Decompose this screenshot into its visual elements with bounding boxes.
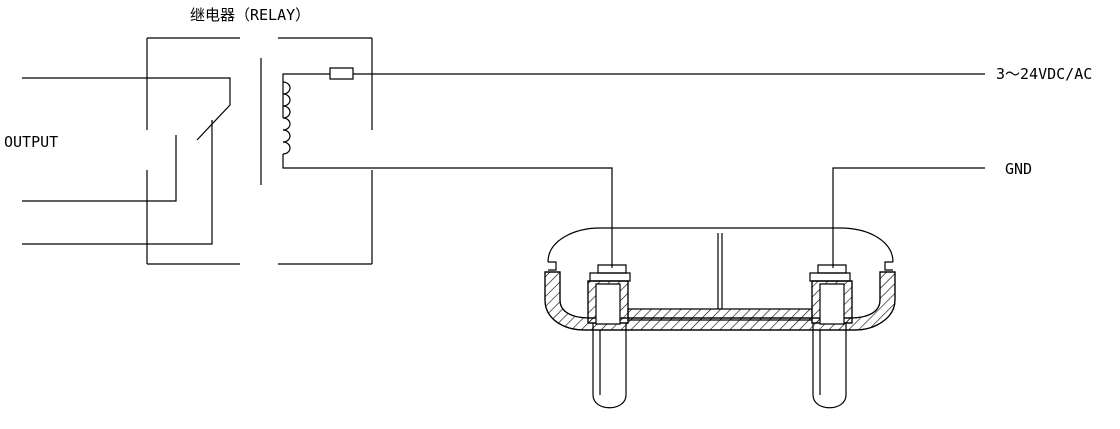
sensor-probe-left [588, 265, 630, 408]
output-label: OUTPUT [4, 133, 59, 151]
sensor-housing [545, 228, 895, 330]
gnd-wire [833, 168, 985, 268]
gnd-label: GND [1005, 160, 1033, 178]
power-supply-label: 3～24VDC/AC [996, 65, 1093, 83]
relay-label: 继电器（RELAY） [190, 6, 311, 24]
resistor-icon [330, 68, 353, 79]
relay-coil [283, 68, 985, 268]
relay-switch [22, 78, 230, 244]
sensor-probe-right [810, 265, 852, 408]
relay-enclosure [147, 38, 372, 264]
